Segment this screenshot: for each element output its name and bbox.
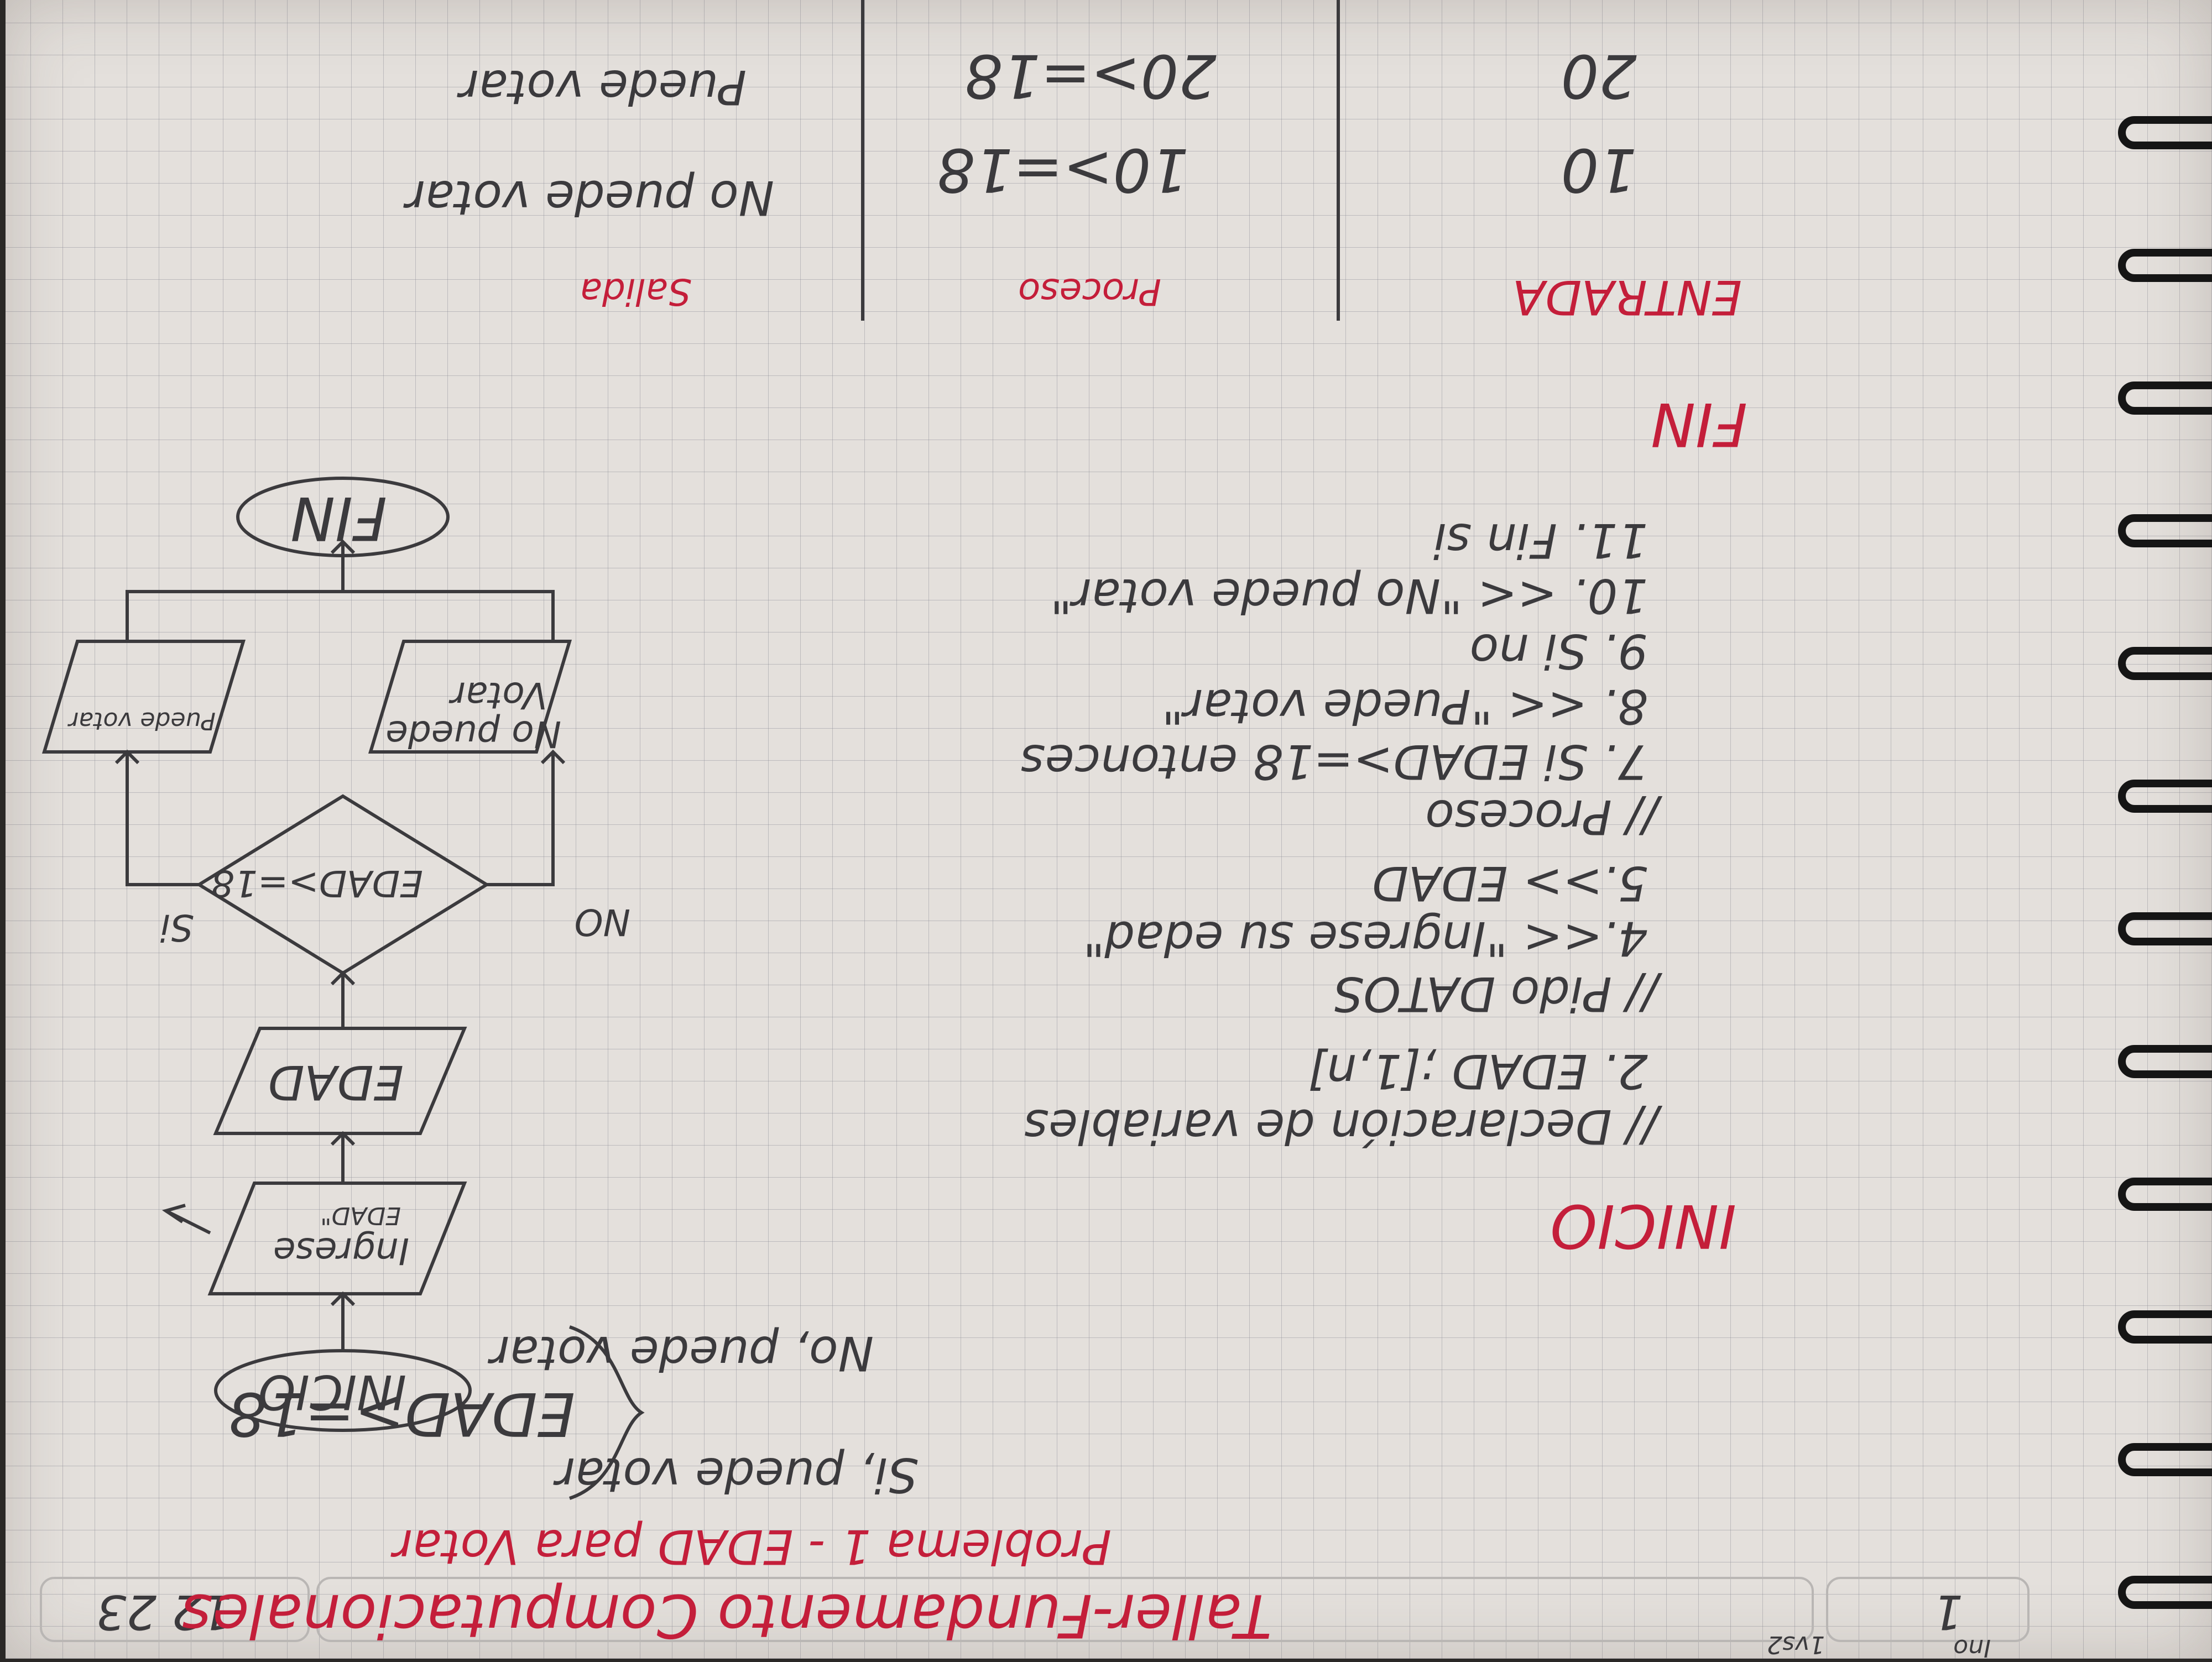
trace-table-dividers <box>861 0 1340 321</box>
fc-label-yes: Si <box>160 906 194 949</box>
page-number: 1 <box>1933 1584 1963 1639</box>
header-subnote: 1vs2 <box>1767 1630 1825 1659</box>
problem-brace <box>569 1325 645 1500</box>
fc-end-terminal <box>236 477 450 557</box>
fc-input-line2: EDAD" <box>320 1201 401 1230</box>
fc-out-no <box>368 640 572 754</box>
pseudocode-heading: INICIO <box>1550 1191 1736 1260</box>
problem-yes: Si, puede votar <box>555 1447 918 1502</box>
trace-row2-input: 20 <box>1561 41 1637 110</box>
fc-input-line1: Ingrese <box>273 1230 409 1272</box>
pseudo-line-1: // Declaración de variables <box>1024 1099 1659 1154</box>
fc-end-label: FIN <box>290 483 387 552</box>
trace-header-salida: Salida <box>580 270 691 313</box>
fc-out-yes-label: Puede votar <box>69 707 216 735</box>
trace-row2-output: Puede votar <box>459 59 747 114</box>
trace-row1-input: 10 <box>1561 135 1637 204</box>
fc-start-label: INICIO <box>258 1364 406 1419</box>
fc-out-yes <box>41 640 246 754</box>
pseudo-line-7: 7. Si EDAD>=18 entonces <box>1020 734 1648 789</box>
page-title: Taller-Fundamento Computacionales <box>181 1581 1272 1650</box>
pseudo-line-11: 11. Fin si <box>1433 513 1648 568</box>
pseudocode-end: FIN <box>1651 389 1747 458</box>
pseudo-line-9: 9. Si no <box>1469 623 1648 678</box>
trace-header-entrada: ENTRADA <box>1512 269 1742 325</box>
pseudo-line-6: // Proceso <box>1425 789 1659 844</box>
pseudo-line-4: 4.<< "Ingrese su edad" <box>1083 911 1648 966</box>
header-box-left <box>1826 1577 2030 1642</box>
trace-row1-process: 10>=18 <box>937 135 1189 204</box>
pseudo-line-5: 5.>> EDAD <box>1371 855 1648 911</box>
flowchart <box>41 477 572 1432</box>
pseudo-line-3: // Pido DATOS <box>1333 966 1659 1021</box>
pseudo-line-8: 8. << "Puede votar" <box>1161 678 1648 734</box>
trace-row1-output: No puede votar <box>405 170 774 225</box>
fc-read-label: EDAD <box>268 1054 404 1110</box>
fc-decision-label: EDAD>=18 <box>211 862 423 905</box>
pseudo-line-2: 2. EDAD ;[1,n] <box>1308 1043 1648 1099</box>
pseudo-line-10: 10. << "No puede votar" <box>1050 568 1648 623</box>
fc-input-prompt <box>207 1182 467 1295</box>
trace-row2-process: 20>=18 <box>964 41 1217 110</box>
fc-out-no-line2: Votar <box>450 674 547 717</box>
fc-decision <box>196 794 490 975</box>
fc-read-edad <box>213 1027 467 1135</box>
fc-label-no: NO <box>574 901 630 943</box>
fc-out-no-line1: No puede <box>385 713 561 755</box>
